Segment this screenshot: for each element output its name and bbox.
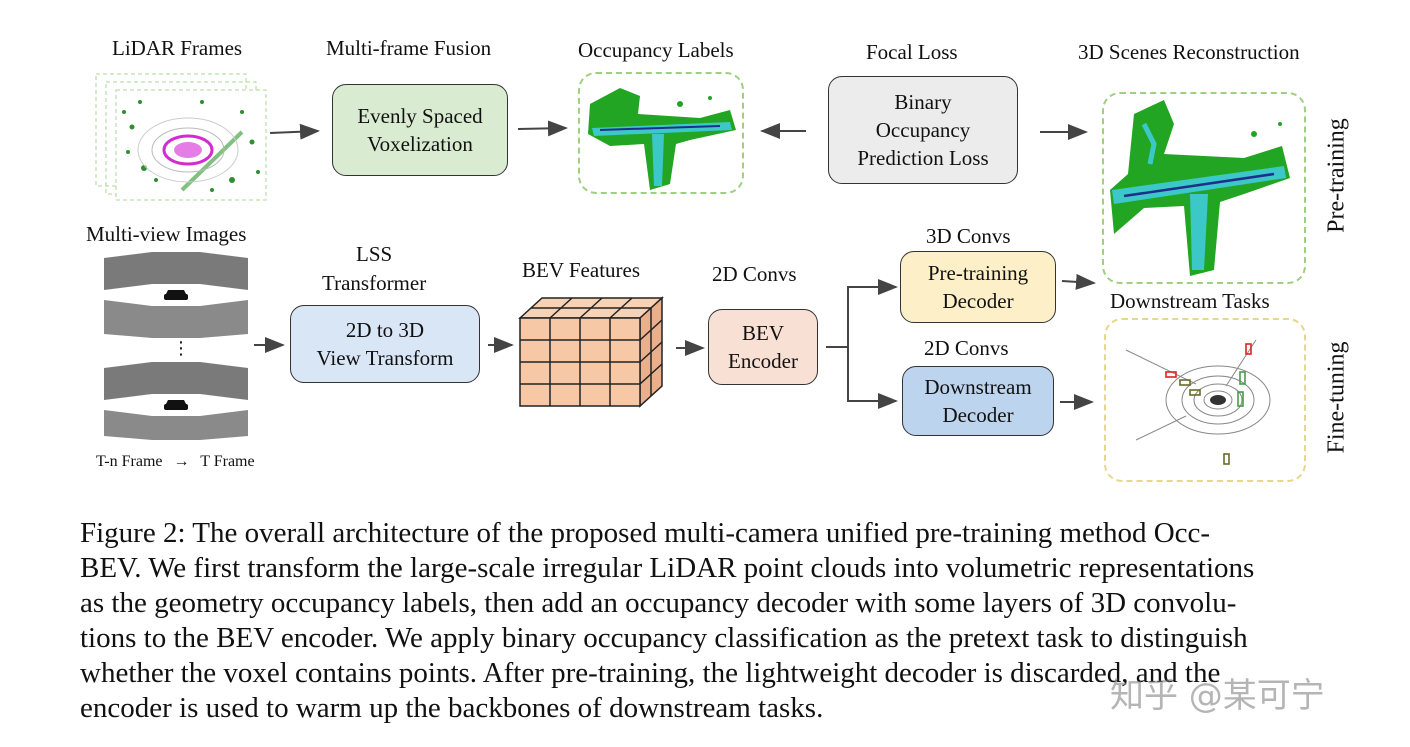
pre-training-label: Pre-training (1323, 118, 1350, 233)
bev-features-label: BEV Features (522, 258, 641, 282)
bev-encoder-line-1: BEV (742, 321, 784, 345)
lidar-frames-image (95, 73, 267, 201)
downstream-decoder-line-2: Decoder (942, 403, 1014, 427)
loss-line-3: Prediction Loss (857, 146, 989, 170)
caption-line-5: whether the voxel contains points. After… (80, 657, 1221, 689)
multi-frame-fusion-label: Multi-frame Fusion (326, 36, 492, 60)
downstream-tasks-panel (1104, 318, 1306, 482)
arrow-voxelization-to-labels (517, 120, 568, 137)
lss-line-2: Transformer (322, 271, 427, 295)
caption-line-4: tions to the BEV encoder. We apply binar… (80, 622, 1248, 654)
reconstruction-image (1110, 100, 1290, 276)
downstream-tasks-label: Downstream Tasks (1110, 289, 1270, 313)
watermark: 知乎 @某可宁 (1110, 676, 1325, 716)
view-transform-line-2: View Transform (316, 346, 454, 370)
arrow-encoder-branch (826, 279, 898, 409)
focal-loss-label: Focal Loss (866, 40, 958, 64)
fine-tuning-label: Fine-tuning (1323, 341, 1350, 454)
caption-line-6: encoder is used to warm up the backbones… (80, 692, 824, 724)
multi-view-images: ⋮ (104, 252, 250, 440)
pretraining-decoder-line-2: Decoder (942, 289, 1014, 313)
lidar-frames-label: LiDAR Frames (112, 36, 243, 60)
loss-line-2: Occupancy (875, 118, 971, 142)
arrow-lidar-to-voxelization (269, 123, 320, 140)
caption-line-2: BEV. We first transform the large-scale … (80, 552, 1255, 584)
view-transform-box: 2D to 3D View Transform (290, 305, 480, 383)
voxelization-line-1: Evenly Spaced (357, 104, 483, 128)
convs-2d-label: 2D Convs (712, 262, 797, 286)
bev-encoder-box: BEV Encoder (708, 309, 818, 385)
frame-range-label: T-n Frame → T Frame (96, 453, 255, 471)
figure-caption: Figure 2: The overall architecture of th… (80, 516, 1348, 726)
downstream-tasks-image (1125, 339, 1271, 465)
occupancy-labels-image (588, 88, 736, 190)
occupancy-labels-label: Occupancy Labels (578, 38, 734, 62)
caption-line-1: Figure 2: The overall architecture of th… (80, 517, 1211, 549)
multi-view-images-label: Multi-view Images (86, 222, 247, 246)
pretraining-decoder-box: Pre-training Decoder (900, 251, 1056, 323)
svg-text:⋮: ⋮ (172, 338, 190, 359)
camera-ring-bottom (104, 362, 250, 440)
reconstruction-panel (1102, 92, 1306, 284)
lss-transformer-label: LSS Transformer (322, 240, 426, 298)
convs-3d-label: 3D Convs (926, 224, 1011, 248)
downstream-decoder-line-1: Downstream (924, 375, 1032, 399)
convs-2d-bottom-label: 2D Convs (924, 336, 1009, 360)
camera-ring-top (104, 252, 250, 338)
caption-line-3: as the geometry occupancy labels, then a… (80, 587, 1237, 619)
bev-encoder-line-2: Encoder (728, 349, 798, 373)
bev-features-cube (518, 296, 664, 408)
downstream-decoder-box: Downstream Decoder (902, 366, 1054, 436)
frame-arrow-icon: → (173, 453, 190, 470)
loss-line-1: Binary (894, 90, 952, 114)
frame-from: T-n Frame (96, 453, 163, 470)
lss-line-1: LSS (356, 242, 393, 266)
frame-to: T Frame (200, 453, 255, 470)
loss-box: Binary Occupancy Prediction Loss (828, 76, 1018, 184)
arrows-layer (254, 120, 1096, 410)
voxelization-box: Evenly Spaced Voxelization (332, 84, 508, 176)
voxelization-line-2: Voxelization (367, 132, 473, 156)
arrow-pretrain-decoder-to-reconstruction (1061, 273, 1096, 290)
occupancy-labels-panel (578, 72, 744, 194)
scenes-reconstruction-label: 3D Scenes Reconstruction (1078, 40, 1300, 64)
pretraining-decoder-line-1: Pre-training (927, 261, 1029, 285)
view-transform-line-1: 2D to 3D (345, 318, 425, 342)
